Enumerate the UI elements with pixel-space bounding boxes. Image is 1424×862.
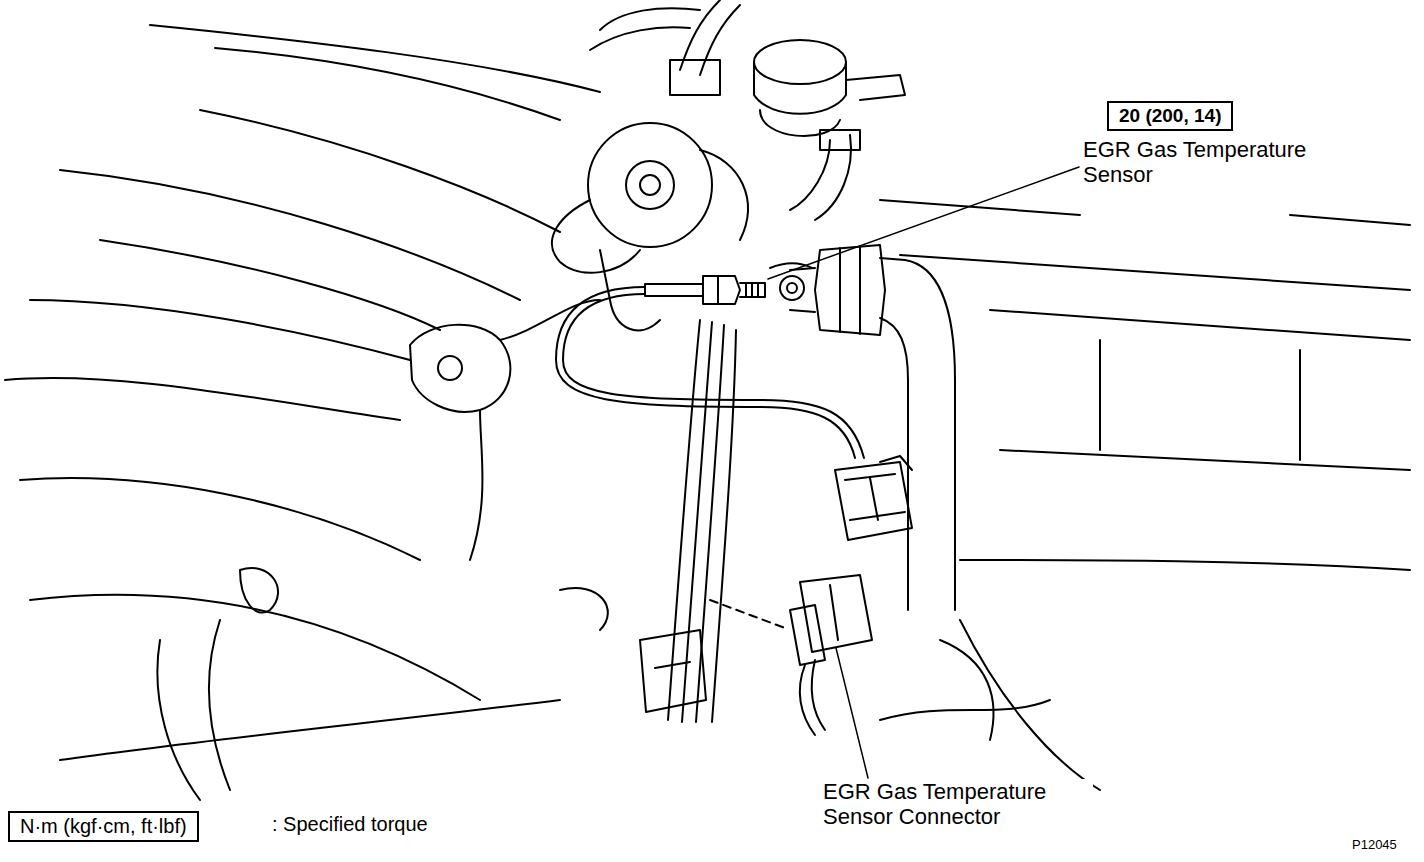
part-label: EGR Gas Temperature Sensor Connector [823,779,1093,830]
part-label: EGR Gas Temperature Sensor [1083,137,1343,188]
figure-code: P12045 [1352,838,1420,853]
legend-text: : Specified torque [272,813,512,836]
torque-box: 20 (200, 14) [1107,101,1233,131]
box-text: N·m (kgf·cm, ft·lbf) [20,815,187,838]
box-text: 20 (200, 14) [1119,105,1221,127]
unit-legend-box: N·m (kgf·cm, ft·lbf) [8,811,199,842]
